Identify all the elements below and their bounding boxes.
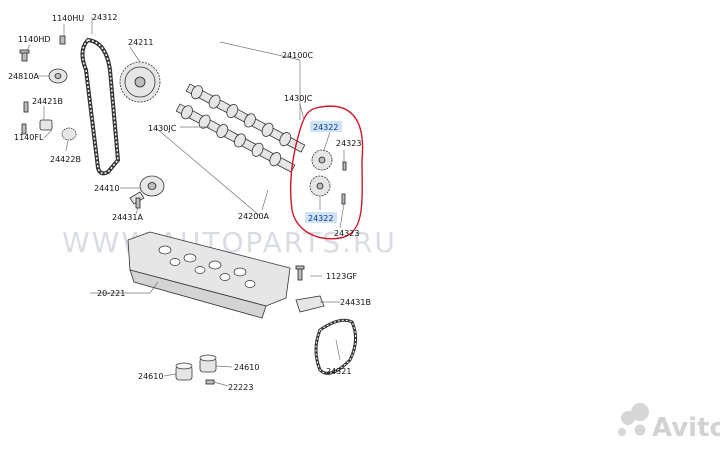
label-highlight-bg-bottom xyxy=(305,212,337,223)
bolt-1123GF xyxy=(295,265,305,281)
bolt-1140HU xyxy=(59,35,66,45)
label-1140HU: 1140HU xyxy=(52,14,84,23)
label-1123GF: 1123GF xyxy=(326,272,358,281)
idler-pulley-24810A xyxy=(48,68,68,84)
bearing-24610-left xyxy=(175,362,193,381)
timing-belt xyxy=(80,37,121,176)
timing-chain-24321 xyxy=(314,318,357,375)
label-20-221: 20-221 xyxy=(97,289,125,298)
label-24422B: 24422B xyxy=(50,155,81,164)
bolt-24421B xyxy=(23,101,29,113)
camshaft-gear-upper xyxy=(311,149,333,171)
label-24100C: 24100C xyxy=(282,51,313,60)
camshaft-sprocket xyxy=(119,61,161,103)
cylinder-head xyxy=(127,231,291,319)
label-1140FL: 1140FL xyxy=(14,133,44,142)
label-24323-bottom: 24323 xyxy=(334,229,359,238)
label-1430JC-left: 1430JC xyxy=(148,124,177,133)
label-24211: 24211 xyxy=(128,38,153,47)
spring-24422B xyxy=(61,127,77,141)
bearing-24610-right xyxy=(199,354,217,373)
camshaft-gear-lower xyxy=(309,175,331,197)
avito-logo: Avito xyxy=(618,403,720,443)
label-24322-top: 24322 xyxy=(313,123,338,132)
label-1430JC-top: 1430JC xyxy=(284,94,313,103)
camshaft-exhaust xyxy=(175,103,296,173)
label-24810A: 24810A xyxy=(8,72,39,81)
avito-logo-icon xyxy=(618,403,649,436)
bolt-1140HD xyxy=(19,49,30,62)
pin-24323-upper xyxy=(342,161,347,171)
guide-24431B xyxy=(295,295,325,313)
belt-tensioner-24410 xyxy=(129,175,165,205)
avito-brand-text: Avito xyxy=(652,413,720,443)
label-24312: 24312 xyxy=(92,13,117,22)
label-24410: 24410 xyxy=(94,184,119,193)
label-24421B: 24421B xyxy=(32,97,63,106)
label-24323-top: 24323 xyxy=(336,139,361,148)
bushing-24421B xyxy=(39,119,53,131)
label-24610-left: 24610 xyxy=(138,372,163,381)
label-24610-right: 24610 xyxy=(234,363,259,372)
pin-24323-lower xyxy=(341,193,346,205)
label-22223: 22223 xyxy=(228,383,253,392)
label-24431B: 24431B xyxy=(340,298,371,307)
label-24431A: 24431A xyxy=(112,213,143,222)
part-labels: 1140HU 24312 1140HD 24211 24810A 24421B … xyxy=(8,13,371,392)
camshaft-intake xyxy=(185,83,306,153)
leader-lines xyxy=(25,17,345,387)
label-24321: 24321 xyxy=(326,367,351,376)
highlight-circle xyxy=(290,105,364,240)
bolt-1140FL xyxy=(21,123,27,135)
label-1140HD: 1140HD xyxy=(18,35,51,44)
label-24322-bottom: 24322 xyxy=(308,214,333,223)
bolt-24431A xyxy=(135,197,141,209)
label-highlight-bg-top xyxy=(310,121,342,132)
label-24200A: 24200A xyxy=(238,212,269,221)
bolt-22223 xyxy=(205,379,215,385)
